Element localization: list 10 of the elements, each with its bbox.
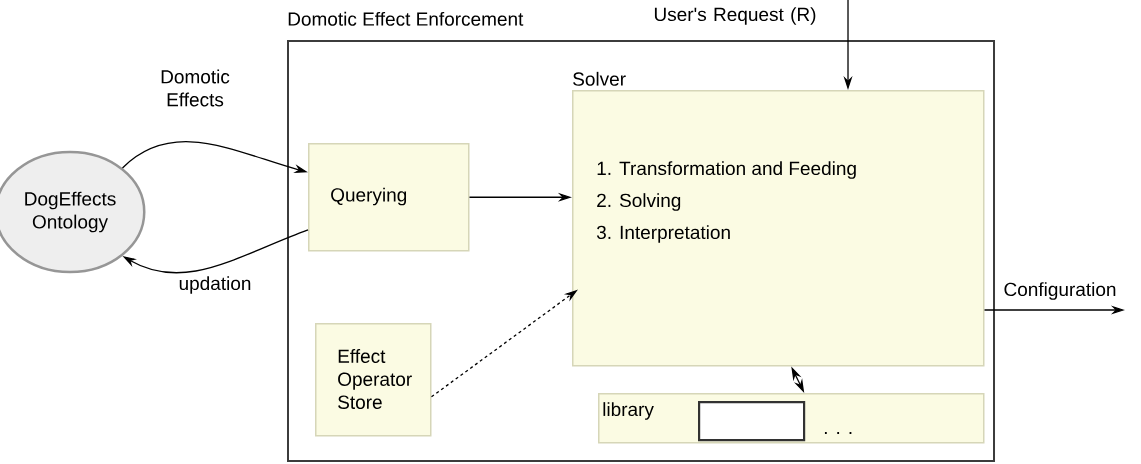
node-label: Solver	[573, 71, 626, 86]
edge-label: Domotic Effects	[161, 69, 230, 107]
edge-label: updation	[179, 276, 251, 294]
node-label: Domotic Effect Enforcement	[288, 11, 524, 26]
store-box: Effect Operator Store	[315, 323, 432, 437]
component-box	[698, 401, 806, 442]
edge-label: Configuration	[1004, 282, 1116, 300]
solver-box: Solver 1. Transformation and Feeding 2. Solving 3. Interpretation	[572, 71, 985, 367]
querying-box: Querying	[308, 143, 470, 252]
edge-label: User's Request (R)	[654, 7, 816, 25]
